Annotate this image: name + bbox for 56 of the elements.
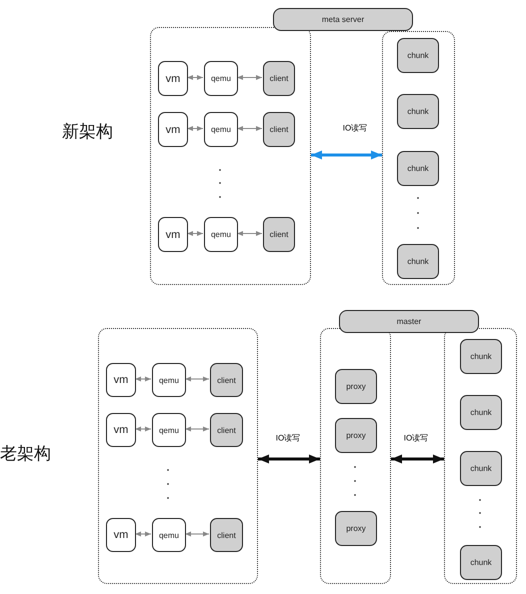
arrow — [236, 75, 262, 80]
rounded-box: qemu — [204, 61, 238, 96]
dotted-container — [320, 328, 391, 584]
arrow — [311, 150, 382, 160]
rounded-box: vm — [106, 518, 136, 552]
rounded-box: client — [210, 363, 243, 397]
dotted-container — [444, 328, 517, 584]
rounded-box: client — [263, 217, 295, 252]
rounded-box: client — [263, 61, 295, 96]
arrow — [391, 454, 444, 464]
arrow — [258, 454, 320, 464]
rounded-box: proxy — [335, 511, 377, 546]
dotted-container — [150, 27, 311, 285]
arrow — [186, 75, 204, 80]
arrow — [236, 126, 262, 131]
rounded-box: proxy — [335, 418, 377, 453]
rounded-box: qemu — [204, 217, 238, 252]
rounded-box: chunk — [460, 451, 502, 486]
rounded-box: qemu — [152, 518, 186, 552]
rounded-box: vm — [106, 413, 136, 447]
rounded-box: chunk — [397, 38, 439, 73]
rounded-box: client — [263, 112, 295, 147]
rounded-box: qemu — [152, 413, 186, 447]
rounded-box: proxy — [335, 369, 377, 404]
edge-label: IO读写 — [402, 432, 430, 444]
rounded-box: chunk — [397, 244, 439, 279]
dotted-container — [382, 31, 455, 285]
rounded-box: chunk — [460, 395, 502, 430]
header-bar: meta server — [273, 8, 413, 31]
arrow — [134, 532, 152, 536]
arrow — [134, 426, 152, 432]
section-label: 老架构 — [0, 443, 51, 465]
arrow — [184, 376, 210, 382]
rounded-box: vm — [106, 363, 136, 397]
arrow — [186, 231, 204, 236]
rounded-box: chunk — [397, 94, 439, 129]
rounded-box: qemu — [204, 112, 238, 147]
arrow — [134, 376, 152, 382]
arrow — [236, 231, 262, 236]
rounded-box: vm — [158, 217, 188, 252]
rounded-box: client — [210, 518, 243, 552]
rounded-box: qemu — [152, 363, 186, 397]
arrow — [184, 532, 210, 536]
edge-label: IO读写 — [340, 122, 370, 134]
header-bar: master — [339, 310, 479, 333]
rounded-box: vm — [158, 112, 188, 147]
dotted-container — [98, 328, 258, 584]
rounded-box: chunk — [460, 545, 502, 580]
arrow — [184, 426, 210, 432]
rounded-box: client — [210, 413, 243, 447]
section-label: 新架构 — [62, 121, 113, 143]
rounded-box: chunk — [460, 339, 502, 374]
rounded-box: vm — [158, 61, 188, 96]
arrow — [186, 126, 204, 131]
rounded-box: chunk — [397, 151, 439, 186]
edge-label: IO读写 — [274, 432, 302, 444]
